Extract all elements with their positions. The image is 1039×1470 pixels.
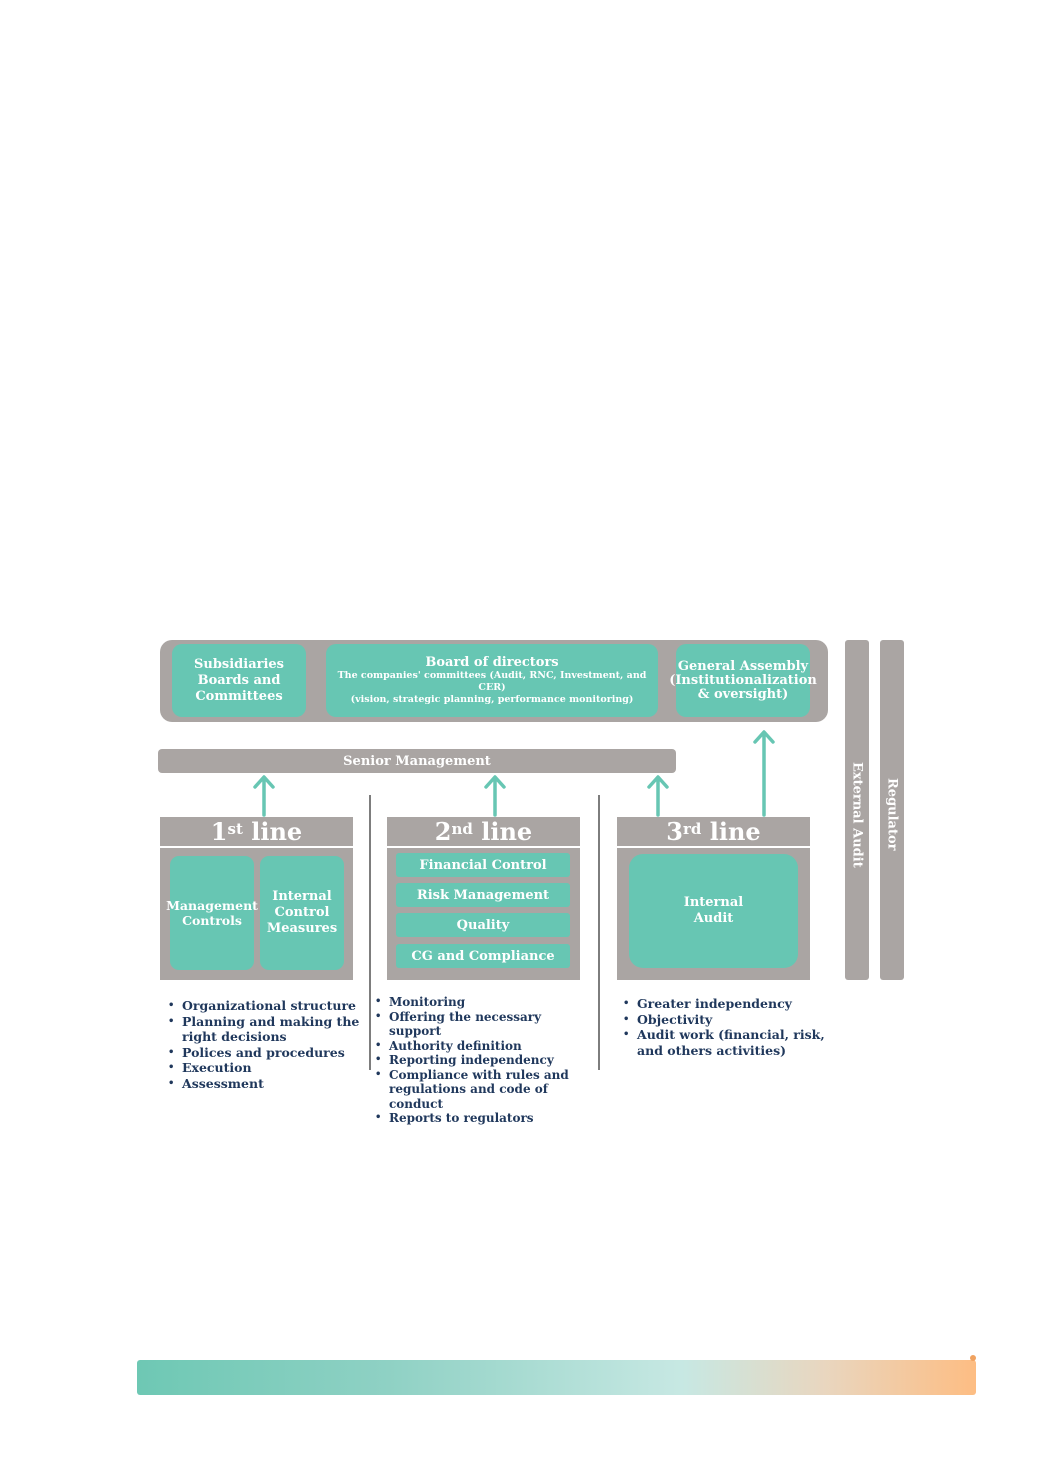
regulator-label: Regulator bbox=[884, 778, 900, 851]
general-assembly-label-3: & oversight) bbox=[697, 686, 789, 702]
list-item-text: Audit work (financial, risk, bbox=[637, 1027, 825, 1042]
board-roles-text: (vision, strategic planning, performance… bbox=[350, 694, 634, 705]
quality-item: Quality bbox=[396, 913, 570, 937]
financial-control-item: Financial Control bbox=[396, 853, 570, 877]
list-item: Greater independency bbox=[623, 996, 833, 1012]
list-item-text: and others activities) bbox=[637, 1042, 787, 1058]
second-line-bullets: Monitoring Offering the necessary suppor… bbox=[375, 995, 595, 1126]
internal-control-measures-box: Internal Control Measures bbox=[260, 856, 344, 970]
subsidiaries-label-1: Subsidiaries bbox=[193, 656, 285, 672]
list-item: Offering the necessary support bbox=[375, 1010, 595, 1039]
list-item: Execution bbox=[168, 1060, 368, 1076]
first-line-word: line bbox=[242, 817, 303, 846]
list-item: Monitoring bbox=[375, 995, 595, 1010]
subsidiaries-label-3: Committees bbox=[195, 688, 283, 704]
internal-control-label-1: Internal bbox=[272, 889, 332, 904]
third-line-body: Internal Audit bbox=[617, 848, 810, 980]
second-line-word: line bbox=[472, 817, 533, 846]
arrow-up-icon bbox=[753, 729, 775, 817]
management-controls-label-2: Controls bbox=[182, 913, 242, 928]
column-separator bbox=[369, 795, 371, 1070]
internal-audit-label-2: Audit bbox=[693, 911, 734, 926]
list-item: Authority definition bbox=[375, 1039, 595, 1054]
list-item-text: right decisions bbox=[182, 1029, 287, 1044]
general-assembly-label-1: General Assembly bbox=[677, 658, 809, 674]
governance-board-panel: Subsidiaries Boards and Committees Board… bbox=[160, 640, 828, 722]
senior-management-bar: Senior Management bbox=[158, 749, 676, 773]
third-line-bullets: Greater independency Objectivity Audit w… bbox=[623, 996, 833, 1058]
risk-management-label: Risk Management bbox=[416, 887, 550, 903]
first-line-num: 1 bbox=[210, 817, 228, 846]
subsidiaries-boards-box: Subsidiaries Boards and Committees bbox=[172, 644, 306, 717]
list-item: Reporting independency bbox=[375, 1053, 595, 1068]
list-item: Assessment bbox=[168, 1076, 368, 1092]
footer-dot bbox=[970, 1355, 976, 1361]
list-item-text: Compliance with rules and bbox=[389, 1067, 569, 1082]
arrow-up-icon bbox=[647, 774, 669, 817]
regulator-bar: Regulator bbox=[880, 640, 904, 980]
external-audit-bar: External Audit bbox=[845, 640, 869, 980]
risk-management-item: Risk Management bbox=[396, 883, 570, 907]
internal-audit-box: Internal Audit bbox=[629, 854, 798, 968]
external-audit-label: External Audit bbox=[849, 762, 865, 868]
third-line-num: 3 bbox=[666, 817, 683, 846]
list-item-text: Planning and making the bbox=[182, 1013, 360, 1029]
second-line-sup: nd bbox=[451, 819, 473, 838]
third-line-word: line bbox=[701, 817, 761, 846]
internal-control-label-2: Control bbox=[274, 905, 330, 920]
management-controls-box: Management Controls bbox=[166, 856, 258, 970]
cg-compliance-label: CG and Compliance bbox=[411, 948, 555, 964]
subsidiaries-label-2: Boards and bbox=[197, 672, 281, 688]
second-line-body: Financial Control Risk Management Qualit… bbox=[387, 848, 580, 980]
first-line-sup: st bbox=[227, 819, 243, 838]
senior-management-label: Senior Management bbox=[343, 753, 491, 769]
list-item: Organizational structure bbox=[168, 998, 368, 1014]
list-item: Polices and procedures bbox=[168, 1045, 368, 1061]
first-line-body: Management Controls Internal Control Mea… bbox=[160, 848, 353, 980]
general-assembly-label-2: (Institutionalization bbox=[669, 672, 817, 688]
internal-control-label-3: Measures bbox=[266, 921, 338, 936]
third-line-sup: rd bbox=[682, 819, 702, 838]
financial-control-label: Financial Control bbox=[419, 857, 547, 873]
general-assembly-box: General Assembly (Institutionalization &… bbox=[669, 644, 817, 717]
cg-compliance-item: CG and Compliance bbox=[396, 944, 570, 968]
board-title: Board of directors bbox=[425, 655, 559, 670]
arrow-up-icon bbox=[253, 774, 275, 817]
first-line-bullets: Organizational structure Planning and ma… bbox=[168, 998, 368, 1091]
list-item: Objectivity bbox=[623, 1012, 833, 1028]
list-item-text: regulations and code of conduct bbox=[389, 1082, 548, 1111]
board-of-directors-box: Board of directors The companies' commit… bbox=[326, 644, 658, 717]
footer-gradient-bar bbox=[137, 1360, 976, 1395]
internal-audit-label-1: Internal bbox=[683, 895, 744, 910]
list-item: Reports to regulators bbox=[375, 1111, 595, 1126]
quality-label: Quality bbox=[456, 917, 510, 933]
arrow-up-icon bbox=[484, 774, 506, 817]
list-item: Audit work (financial, risk,and others a… bbox=[623, 1027, 833, 1058]
management-controls-label-1: Management bbox=[166, 898, 258, 913]
column-separator bbox=[598, 795, 600, 1070]
board-committees-text: The companies' committees (Audit, RNC, I… bbox=[337, 670, 647, 693]
second-line-num: 2 bbox=[434, 817, 452, 846]
